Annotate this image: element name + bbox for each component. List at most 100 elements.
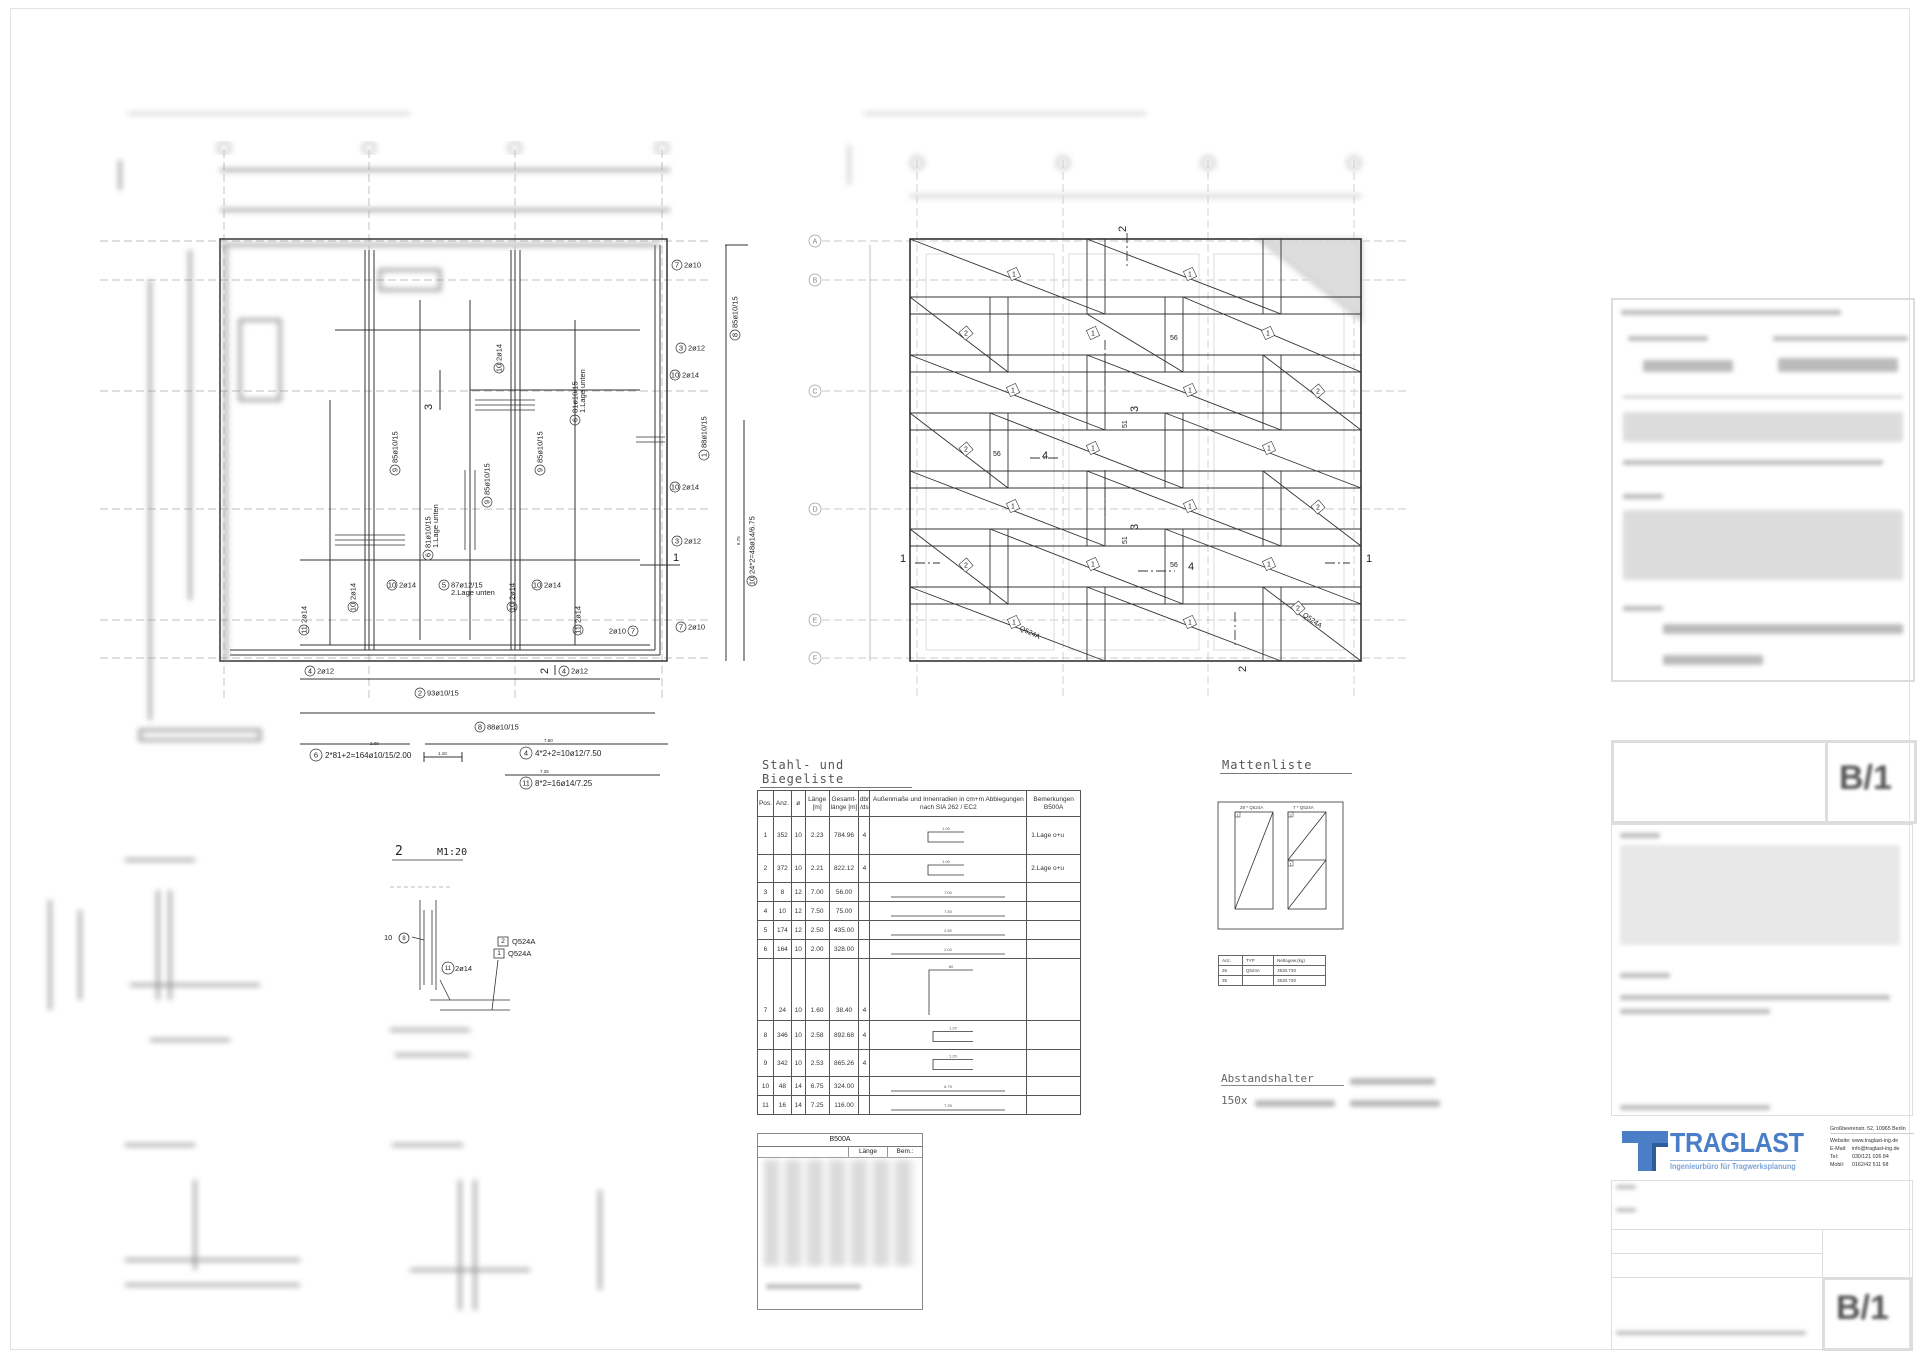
svg-text:E: E [813,618,818,625]
cell-len: 1.60 [804,958,830,1021]
svg-text:1: 1 [1266,331,1270,338]
cell-total: 328.00 [828,939,860,959]
svg-text:2*81+2=164ø10/15/2.00: 2*81+2=164ø10/15/2.00 [325,751,412,760]
svg-text:2: 2 [539,668,551,674]
cell-total: 56.00 [828,882,860,902]
details-blurred [48,858,602,1310]
bar-shape-dimension: 1.00 [942,826,951,831]
bar-shape-dimension: 7.00 [944,890,953,895]
svg-text:85ø10/15: 85ø10/15 [536,431,545,463]
svg-text:51: 51 [1122,536,1129,544]
cell-remarks: 1.Lage o+u [1026,816,1081,855]
cell-anz: 8 [772,882,792,902]
cell-len: 2.21 [804,854,830,883]
svg-text:M1:20: M1:20 [437,847,467,858]
svg-text:10: 10 [349,603,358,611]
cell-pos: 1 [757,816,774,855]
spacers-quantity: 150x [1221,1094,1248,1107]
cell-len: 6.75 [804,1076,830,1096]
svg-text:11: 11 [574,626,583,634]
svg-text:93ø10/15: 93ø10/15 [427,689,459,698]
bar-shape-line [927,831,965,842]
cell-dia: 10 [790,1020,806,1050]
svg-text:81ø10/15: 81ø10/15 [571,381,580,413]
svg-text:4: 4 [1188,561,1194,573]
cell-dia: 14 [790,1095,806,1115]
cell-remarks [1026,939,1081,959]
cell-dbr [858,901,871,921]
col-remarks: Bem.: [887,1147,922,1157]
svg-text:1: 1 [1091,446,1095,453]
svg-text:6: 6 [314,751,318,760]
cell-anz: 164 [772,939,792,959]
title-block-notes-blurred [1611,824,1913,1116]
svg-text:2ø12: 2ø12 [571,667,588,676]
cell-anz: 346 [772,1020,792,1050]
svg-text:Q524A: Q524A [1018,625,1041,641]
mesh-list-title: Mattenliste [1220,758,1352,774]
cell-total: 75.00 [828,901,860,921]
cell-total: 822.12 [828,854,860,883]
cell-dbr: 4 [858,958,871,1021]
cell-anz: 16 [772,1095,792,1115]
plan-left-blurred-area [118,160,670,742]
header-pos: Pos. [757,790,774,817]
svg-text:4: 4 [562,667,566,676]
svg-text:10: 10 [508,603,517,611]
cell-dbr: 4 [858,816,871,855]
header-len: Länge [m] [804,790,830,817]
cell-remarks [1026,920,1081,940]
svg-text:85ø10/15: 85ø10/15 [391,431,400,463]
cell-dbr: 4 [858,1020,871,1050]
svg-text:3: 3 [423,404,435,410]
cell-pos: 9 [757,1049,774,1077]
company-contact: Großbeerenstr. 52, 10965 Berlin Website:… [1830,1125,1914,1169]
cell-total: 435.00 [828,920,860,940]
plan-left-title-blurred [128,98,410,114]
bar-shape-dimension: 2.50 [944,928,953,933]
svg-text:2: 2 [964,447,968,454]
bar-shape-dimension: 80 [949,964,954,969]
svg-text:10: 10 [533,581,541,590]
svg-text:1.10: 1.10 [438,751,447,756]
svg-text:2.00: 2.00 [370,741,379,746]
cell-dia: 12 [790,920,806,940]
mesh-sheet-numbers: 1 1 2 1 1 1 1 2 2 1 1 1 1 2 2 1 1 1Q524A… [958,266,1326,641]
bar-shape-line [932,1058,974,1070]
cell-pos: 2 [757,854,774,883]
bending-shape: 7.00 [869,882,1028,902]
svg-text:11: 11 [522,779,530,788]
cell-dia: 10 [790,939,806,959]
svg-text:1: 1 [1012,272,1016,279]
svg-text:1: 1 [1011,388,1015,395]
plan-number-box: B/1 [1611,740,1917,824]
svg-text:2: 2 [395,844,403,859]
svg-text:4: 4 [1042,450,1048,462]
cell-remarks [1026,882,1081,902]
cell-dbr: 4 [858,1049,871,1077]
svg-text:10: 10 [748,577,757,585]
bar-shape-dimension: 1.20 [949,1053,958,1058]
bar-shape-dimension: 7.25 [944,1103,953,1108]
svg-text:2ø14: 2ø14 [399,581,416,590]
bar-shape-dimension: 2.00 [944,947,953,952]
col-length: Länge [848,1147,887,1157]
grid-axis-bubbles: A B C D E F [808,234,822,665]
svg-text:4*2+2=10ø12/7.50: 4*2+2=10ø12/7.50 [535,749,602,758]
cell-anz: 10 [772,901,792,921]
svg-text:A: A [813,239,818,246]
bar-shape-dimension: 7.50 [944,909,953,914]
